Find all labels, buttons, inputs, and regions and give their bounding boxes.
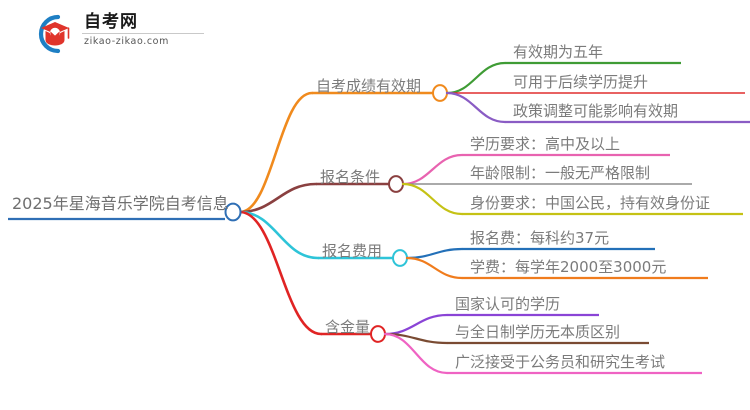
branch-label-1: 报名条件: [320, 168, 381, 186]
leaf-connector-2-0: [405, 247, 464, 260]
branch-label-3: 含金量: [325, 318, 371, 336]
leaf-label-3-0: 国家认可的学历: [455, 295, 561, 313]
branch-connector-0: [238, 91, 314, 214]
leaf-label-1-2: 身份要求：中国公民，持有效身份证: [470, 194, 711, 212]
leaf-connector-3-2: [383, 332, 449, 375]
leaf-connector-1-0: [401, 153, 464, 186]
leaf-label-2-0: 报名费：每科约37元: [470, 229, 610, 247]
logo-domain: zikao-zikao.com: [84, 36, 169, 47]
root-label: 2025年星海音乐学院自考信息: [12, 194, 229, 213]
leaf-label-0-2: 政策调整可能影响有效期: [513, 102, 679, 120]
leaf-label-3-2: 广泛接受于公务员和研究生考试: [455, 353, 666, 371]
branch-connector-3: [238, 210, 323, 336]
leaf-connector-3-0: [383, 313, 449, 336]
branch-label-0: 自考成绩有效期: [316, 77, 422, 95]
leaf-label-1-0: 学历要求：高中及以上: [470, 135, 621, 153]
branch-node-2: [392, 249, 408, 267]
leaf-label-0-0: 有效期为五年: [513, 43, 604, 61]
leaf-label-2-1: 学费：每学年2000至3000元: [470, 258, 667, 276]
leaf-label-1-1: 年龄限制：一般无严格限制: [470, 164, 651, 182]
logo-text-block: 自考网 zikao-zikao.com: [82, 12, 206, 48]
branch-connector-1: [238, 182, 318, 214]
leaf-connector-1-2: [401, 182, 464, 216]
logo-name-cn: 自考网: [84, 12, 138, 32]
root-node: [224, 202, 242, 222]
branch-node-0: [432, 84, 448, 102]
logo-divider: [82, 33, 204, 34]
branch-node-3: [370, 325, 386, 343]
graduation-cap-icon: [38, 14, 70, 54]
leaf-connector-0-0: [445, 61, 507, 95]
leaf-connector-0-2: [445, 91, 507, 124]
leaf-label-0-1: 可用于后续学历提升: [513, 73, 649, 91]
branch-node-1: [388, 175, 404, 193]
branch-label-2: 报名费用: [322, 242, 383, 260]
leaf-label-3-1: 与全日制学历无本质区别: [455, 323, 621, 341]
branch-connector-2: [238, 210, 320, 260]
site-logo: 自考网 zikao-zikao.com: [28, 10, 208, 58]
leaf-connector-2-1: [405, 256, 464, 280]
